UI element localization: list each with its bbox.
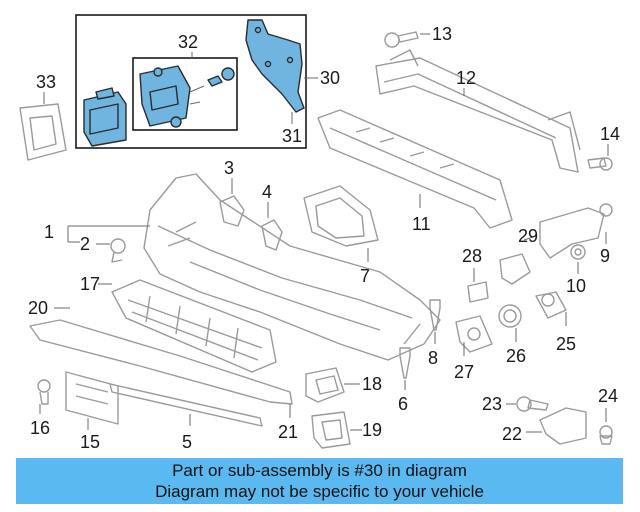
callout-6: 6 [398, 394, 408, 414]
callout-28: 28 [462, 246, 482, 266]
bracket-part-22 [539, 407, 587, 445]
sensor-part-25 [535, 291, 567, 319]
callout-19: 19 [362, 420, 382, 440]
callout-22: 22 [502, 424, 522, 444]
clip-part-2 [110, 238, 126, 263]
callout-7: 7 [360, 266, 370, 286]
callout-14: 14 [600, 124, 620, 144]
callout-29: 29 [518, 226, 538, 246]
plate-bracket-part-15 [65, 371, 119, 425]
callout-9: 9 [600, 246, 610, 266]
bracket-part-29 [499, 253, 531, 285]
callout-8: 8 [428, 348, 438, 368]
banner-line-1: Part or sub-assembly is #30 in diagram [172, 461, 467, 480]
bracket-part-9 [539, 203, 613, 259]
callout-4: 4 [262, 182, 272, 202]
screw-part-6 [399, 347, 411, 379]
banner-line-2: Diagram may not be specific to your vehi… [155, 482, 484, 501]
callout-1: 1 [44, 222, 54, 242]
sensor-bracket-part-27 [455, 315, 493, 353]
inset-frame [75, 14, 307, 149]
callout-24: 24 [598, 386, 618, 406]
bulb-holder-part-28 [467, 281, 489, 303]
fog-grille-part-19 [311, 411, 351, 449]
trim-strip-part-5 [109, 383, 263, 427]
radar-bracket-part [139, 65, 235, 128]
callout-26: 26 [506, 346, 526, 366]
callout-16: 16 [30, 418, 50, 438]
callout-21: 21 [278, 422, 298, 442]
callout-30: 30 [320, 68, 340, 88]
callout-12: 12 [456, 68, 476, 88]
bumper-cover-part-1 [143, 173, 441, 361]
side-bracket-part-7 [303, 185, 379, 247]
callout-31: 31 [282, 126, 302, 146]
parts-diagram: 32 30 31 33 13 12 14 11 3 [19, 14, 620, 452]
lower-trim-part-20 [29, 319, 293, 405]
callout-3: 3 [224, 158, 234, 178]
callout-33: 33 [36, 72, 56, 92]
fog-grille-part-18 [305, 367, 345, 403]
callout-32: 32 [178, 32, 198, 52]
bracket-part-3 [219, 195, 245, 227]
radar-module-part [83, 87, 127, 147]
sub-inset-frame [132, 57, 238, 131]
clip-part-24 [599, 425, 613, 445]
callout-27: 27 [454, 362, 474, 382]
bolt-part-14 [587, 157, 613, 171]
bracket-part-4 [261, 219, 283, 251]
info-banner: Part or sub-assembly is #30 in diagram D… [16, 458, 623, 504]
absorber-part-11 [317, 109, 513, 229]
nut-part-10 [570, 244, 586, 260]
sensor-part-26 [498, 304, 522, 328]
clip-part-16 [37, 379, 51, 405]
callout-13: 13 [432, 24, 452, 44]
screw-part-8 [429, 299, 441, 331]
bolt-part-23 [516, 396, 549, 412]
reinforcement-part-12 [375, 49, 581, 173]
callout-15: 15 [80, 432, 100, 452]
callout-20: 20 [28, 298, 48, 318]
callout-11: 11 [412, 214, 431, 234]
fog-frame-part-33 [19, 103, 67, 161]
mounting-bracket-part-30 [245, 19, 305, 113]
bolt-part-13 [384, 31, 419, 48]
callout-2: 2 [80, 234, 90, 254]
callout-5: 5 [182, 432, 192, 452]
callout-10: 10 [566, 276, 586, 296]
callout-23: 23 [482, 394, 502, 414]
lower-grille-part-17 [111, 279, 277, 373]
callout-25: 25 [556, 334, 576, 354]
callout-18: 18 [362, 374, 382, 394]
callout-17: 17 [80, 274, 100, 294]
